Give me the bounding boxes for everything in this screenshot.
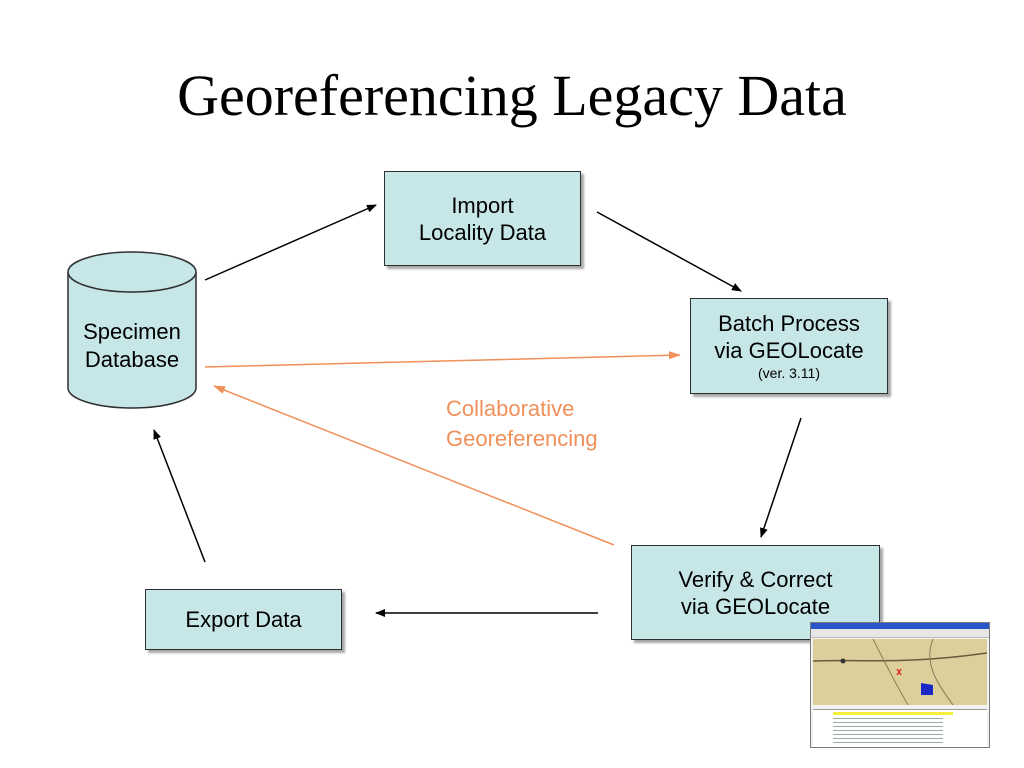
- arrow-batch-to-verify: [760, 417, 802, 538]
- import-label-line1: Import: [451, 192, 514, 218]
- database-label: Specimen Database: [68, 318, 196, 374]
- database-label-line2: Database: [84, 347, 180, 372]
- batch-label-line1: Batch Process: [718, 311, 860, 336]
- import-label-line2: Locality Data: [418, 219, 547, 245]
- thumbnail-titlebar: [811, 623, 989, 629]
- database-cylinder: [67, 251, 197, 409]
- verify-label-line2: via GEOLocate: [680, 593, 831, 619]
- export-label: Export Data: [185, 607, 302, 632]
- collaborative-georeferencing-label: Collaborative Georeferencing: [446, 394, 598, 454]
- thumbnail-map-drawing: [812, 638, 988, 706]
- geolocate-screenshot-thumbnail: [810, 622, 990, 748]
- verify-label-line1: Verify & Correct: [678, 566, 833, 592]
- arrow-export-to-database: [153, 429, 206, 563]
- collab-label-line1: Collaborative: [446, 396, 575, 421]
- batch-version-label: (ver. 3.11): [758, 365, 820, 381]
- arrow-database-to-batch-collab: [204, 351, 681, 368]
- export-data-box: Export Data: [145, 589, 342, 650]
- import-locality-box: Import Locality Data: [384, 171, 581, 266]
- batch-label-line2: via GEOLocate: [714, 338, 864, 363]
- database-label-line1: Specimen: [83, 319, 181, 344]
- batch-process-box: Batch Process via GEOLocate (ver. 3.11): [690, 298, 888, 394]
- thumbnail-toolbar: [811, 629, 989, 638]
- verify-correct-box: Verify & Correct via GEOLocate: [631, 545, 880, 640]
- arrow-database-to-import: [204, 204, 377, 281]
- thumbnail-map: [812, 638, 988, 706]
- slide-title: Georeferencing Legacy Data: [177, 63, 847, 128]
- collab-label-line2: Georeferencing: [446, 426, 598, 451]
- arrow-import-to-batch: [596, 211, 742, 292]
- arrow-verify-to-database-collab: [213, 385, 615, 546]
- thumbnail-results-grid: [813, 709, 987, 747]
